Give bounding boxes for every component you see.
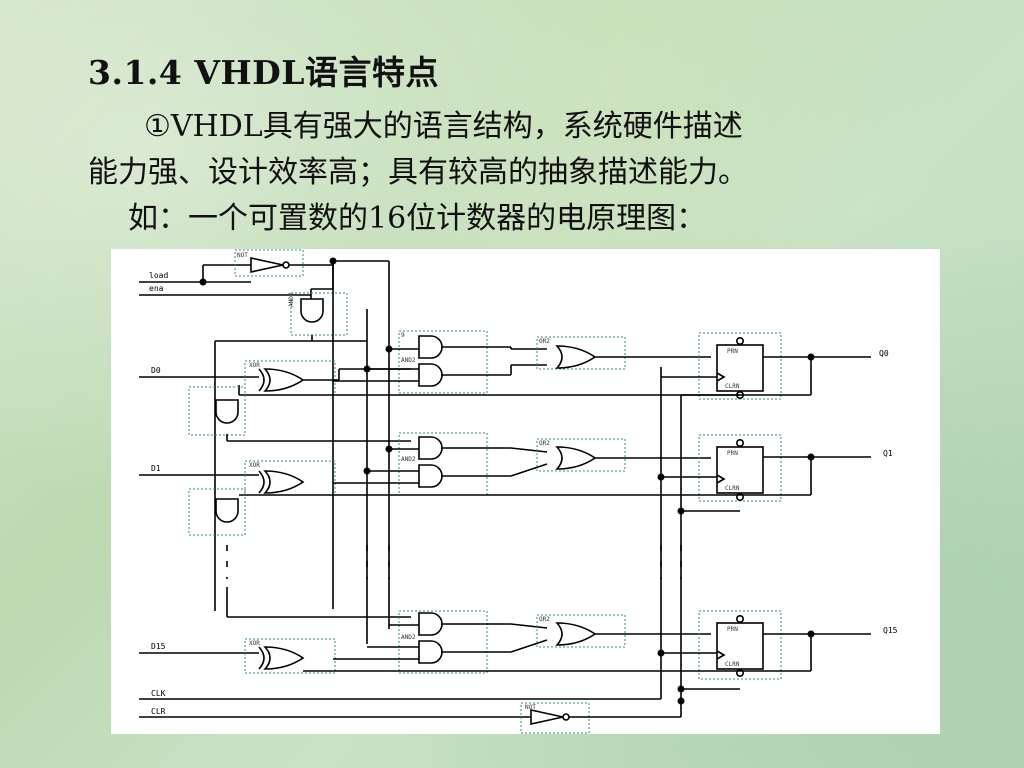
slide-body: ①VHDL具有强大的语言结构，系统硬件描述 能力强、设计效率高；具有较高的抽象描… [88,104,968,242]
dff-bit1: PRN CLRN [698,434,782,502]
and-gate-bit1-a: AND2 [398,432,488,496]
xor-gate-bit0: XOR [244,360,336,396]
output-q15-label: Q15 [883,626,898,635]
input-clr-label: CLR [151,707,166,716]
slide-title: 3.1.4 VHDL语言特点 [88,53,439,92]
input-d1-label: D1 [151,464,161,473]
svg-text:CLRN: CLRN [725,661,740,668]
svg-text:XOR: XOR [249,362,260,369]
output-q1-label: Q1 [883,449,893,458]
svg-text:PRN: PRN [727,626,738,633]
and-gate-ena [300,298,324,323]
svg-text:PRN: PRN [727,450,738,457]
circuit-diagram: load ena D0 D1 D15 CLK CLR Q0 Q1 Q15 NOT… [111,249,940,734]
or-gate-bit15: OR2 [536,614,626,648]
dff-bit0: PRN CLRN [698,332,782,400]
not-gate-load: NOT [234,249,304,277]
svg-text:CLRN: CLRN [725,485,740,492]
svg-text:OR2: OR2 [539,338,550,345]
output-q0-label: Q0 [879,349,889,358]
svg-text:9: 9 [401,332,405,339]
and-gate-bit0-a: 9 AND2 [398,330,488,394]
svg-text:OR2: OR2 [539,440,550,447]
svg-text:AND2: AND2 [401,634,416,641]
and-gate-bit1-v [215,498,239,523]
input-clk-label: CLK [151,689,166,698]
xor-gate-bit1: XOR [244,460,336,496]
body-line-1: ①VHDL具有强大的语言结构，系统硬件描述 [144,109,743,144]
svg-text:AND2: AND2 [401,357,416,364]
svg-text:NOT: NOT [237,252,248,259]
not-gate-clr: NOT [520,702,590,734]
svg-text:PRN: PRN [727,348,738,355]
body-line-2: 能力强、设计效率高；具有较高的抽象描述能力。 [88,155,748,190]
dff-bit15: PRN CLRN [698,610,782,680]
svg-text:NOT: NOT [525,704,536,711]
and-gate-bit0-v [215,399,239,424]
input-load-label: load [149,271,168,280]
input-d15-label: D15 [151,642,166,651]
or-gate-bit1: OR2 [536,438,626,472]
svg-text:XOR: XOR [249,640,260,647]
svg-text:CLRN: CLRN [725,383,740,390]
input-ena-label: ena [149,284,164,293]
xor-gate-bit15: XOR [244,638,336,674]
svg-text:AND2: AND2 [401,456,416,463]
svg-text:AND2: AND2 [288,292,295,307]
svg-text:XOR: XOR [249,462,260,469]
circuit-svg: load ena D0 D1 D15 CLK CLR Q0 Q1 Q15 NOT… [139,249,898,734]
svg-text:OR2: OR2 [539,616,550,623]
and-gate-bit15-a: AND2 [398,610,488,674]
body-line-3: 如：一个可置数的16位计数器的电原理图： [128,201,707,236]
input-d0-label: D0 [151,366,161,375]
or-gate-bit0: OR2 [536,336,626,370]
